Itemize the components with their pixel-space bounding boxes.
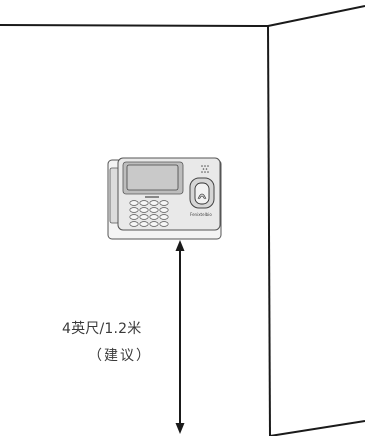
ceiling-line-right xyxy=(267,5,365,27)
arrow-head-down xyxy=(175,423,185,434)
wall-corner-edge xyxy=(267,25,271,436)
keypad-key xyxy=(139,200,149,206)
keypad-key xyxy=(129,200,139,206)
speaker-icon xyxy=(201,165,209,173)
brand-label: Fenixtelbio xyxy=(190,212,212,217)
keypad-key xyxy=(149,200,159,206)
keypad-key xyxy=(159,214,169,220)
keypad-key xyxy=(139,207,149,213)
room-corner xyxy=(0,5,365,436)
floor-line-right xyxy=(269,420,365,436)
keypad-key xyxy=(139,214,149,220)
height-label: 4英尺/1.2米 xyxy=(62,321,142,337)
display-screen xyxy=(126,164,179,191)
keypad xyxy=(129,200,169,227)
keypad-key xyxy=(149,214,159,220)
ceiling-line-left xyxy=(0,24,269,27)
keypad-key xyxy=(139,221,149,227)
keypad-key xyxy=(129,214,139,220)
fingerprint-icon xyxy=(197,193,207,200)
keypad-key xyxy=(129,221,139,227)
keypad-key xyxy=(129,207,139,213)
model-label-mark xyxy=(145,196,159,198)
fingerprint-terminal: Fenixtelbio xyxy=(107,157,222,240)
fingerprint-sensor-glass xyxy=(194,182,210,205)
keypad-key xyxy=(149,207,159,213)
keypad-key xyxy=(159,207,169,213)
keypad-key xyxy=(149,221,159,227)
arrow-head-up xyxy=(175,240,185,251)
height-dimension-arrow xyxy=(175,240,185,434)
recommended-note: （建议） xyxy=(88,348,152,364)
keypad-key xyxy=(159,221,169,227)
keypad-key xyxy=(159,200,169,206)
